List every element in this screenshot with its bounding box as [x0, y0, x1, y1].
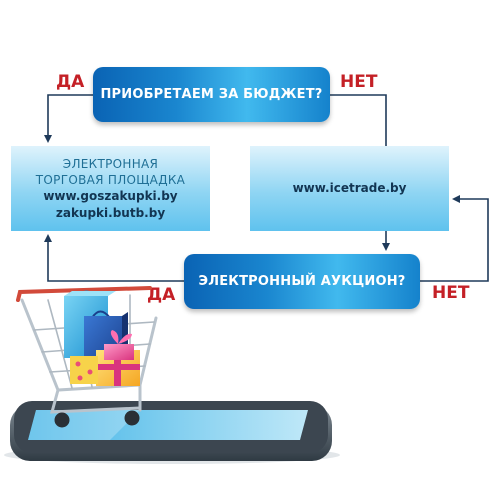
decision-auction: ЭЛЕКТРОННЫЙ АУКЦИОН? [184, 254, 420, 309]
gift-box-icon [70, 330, 140, 386]
smartphone-icon [4, 401, 340, 464]
decision-auction-text: ЭЛЕКТРОННЫЙ АУКЦИОН? [198, 274, 406, 289]
label-no-bottom: НЕТ [432, 283, 470, 303]
box-left-line4: zakupki.butb.by [55, 205, 166, 220]
connector-budget-no [330, 94, 387, 146]
connector-budget-yes [44, 94, 93, 143]
box-left-line2: ТОРГОВАЯ ПЛОЩАДКА [35, 172, 186, 187]
box-electronic-platform: ЭЛЕКТРОННАЯ ТОРГОВАЯ ПЛОЩАДКА www.goszak… [11, 146, 210, 231]
box-right-line1: www.icetrade.by [292, 181, 407, 195]
decision-budget: ПРИОБРЕТАЕМ ЗА БЮДЖЕТ? [93, 67, 330, 122]
label-no-top: НЕТ [340, 72, 378, 92]
decision-budget-text: ПРИОБРЕТАЕМ ЗА БЮДЖЕТ? [100, 87, 323, 102]
label-yes-bottom: ДА [147, 285, 176, 305]
box-icetrade: www.icetrade.by [250, 146, 449, 231]
connector-auction-yes [44, 234, 184, 282]
label-yes-top: ДА [56, 72, 85, 92]
box-left-line3: www.goszakupki.by [43, 188, 178, 203]
connector-auction-no [420, 195, 489, 282]
box-left-line1: ЭЛЕКТРОННАЯ [62, 156, 159, 171]
